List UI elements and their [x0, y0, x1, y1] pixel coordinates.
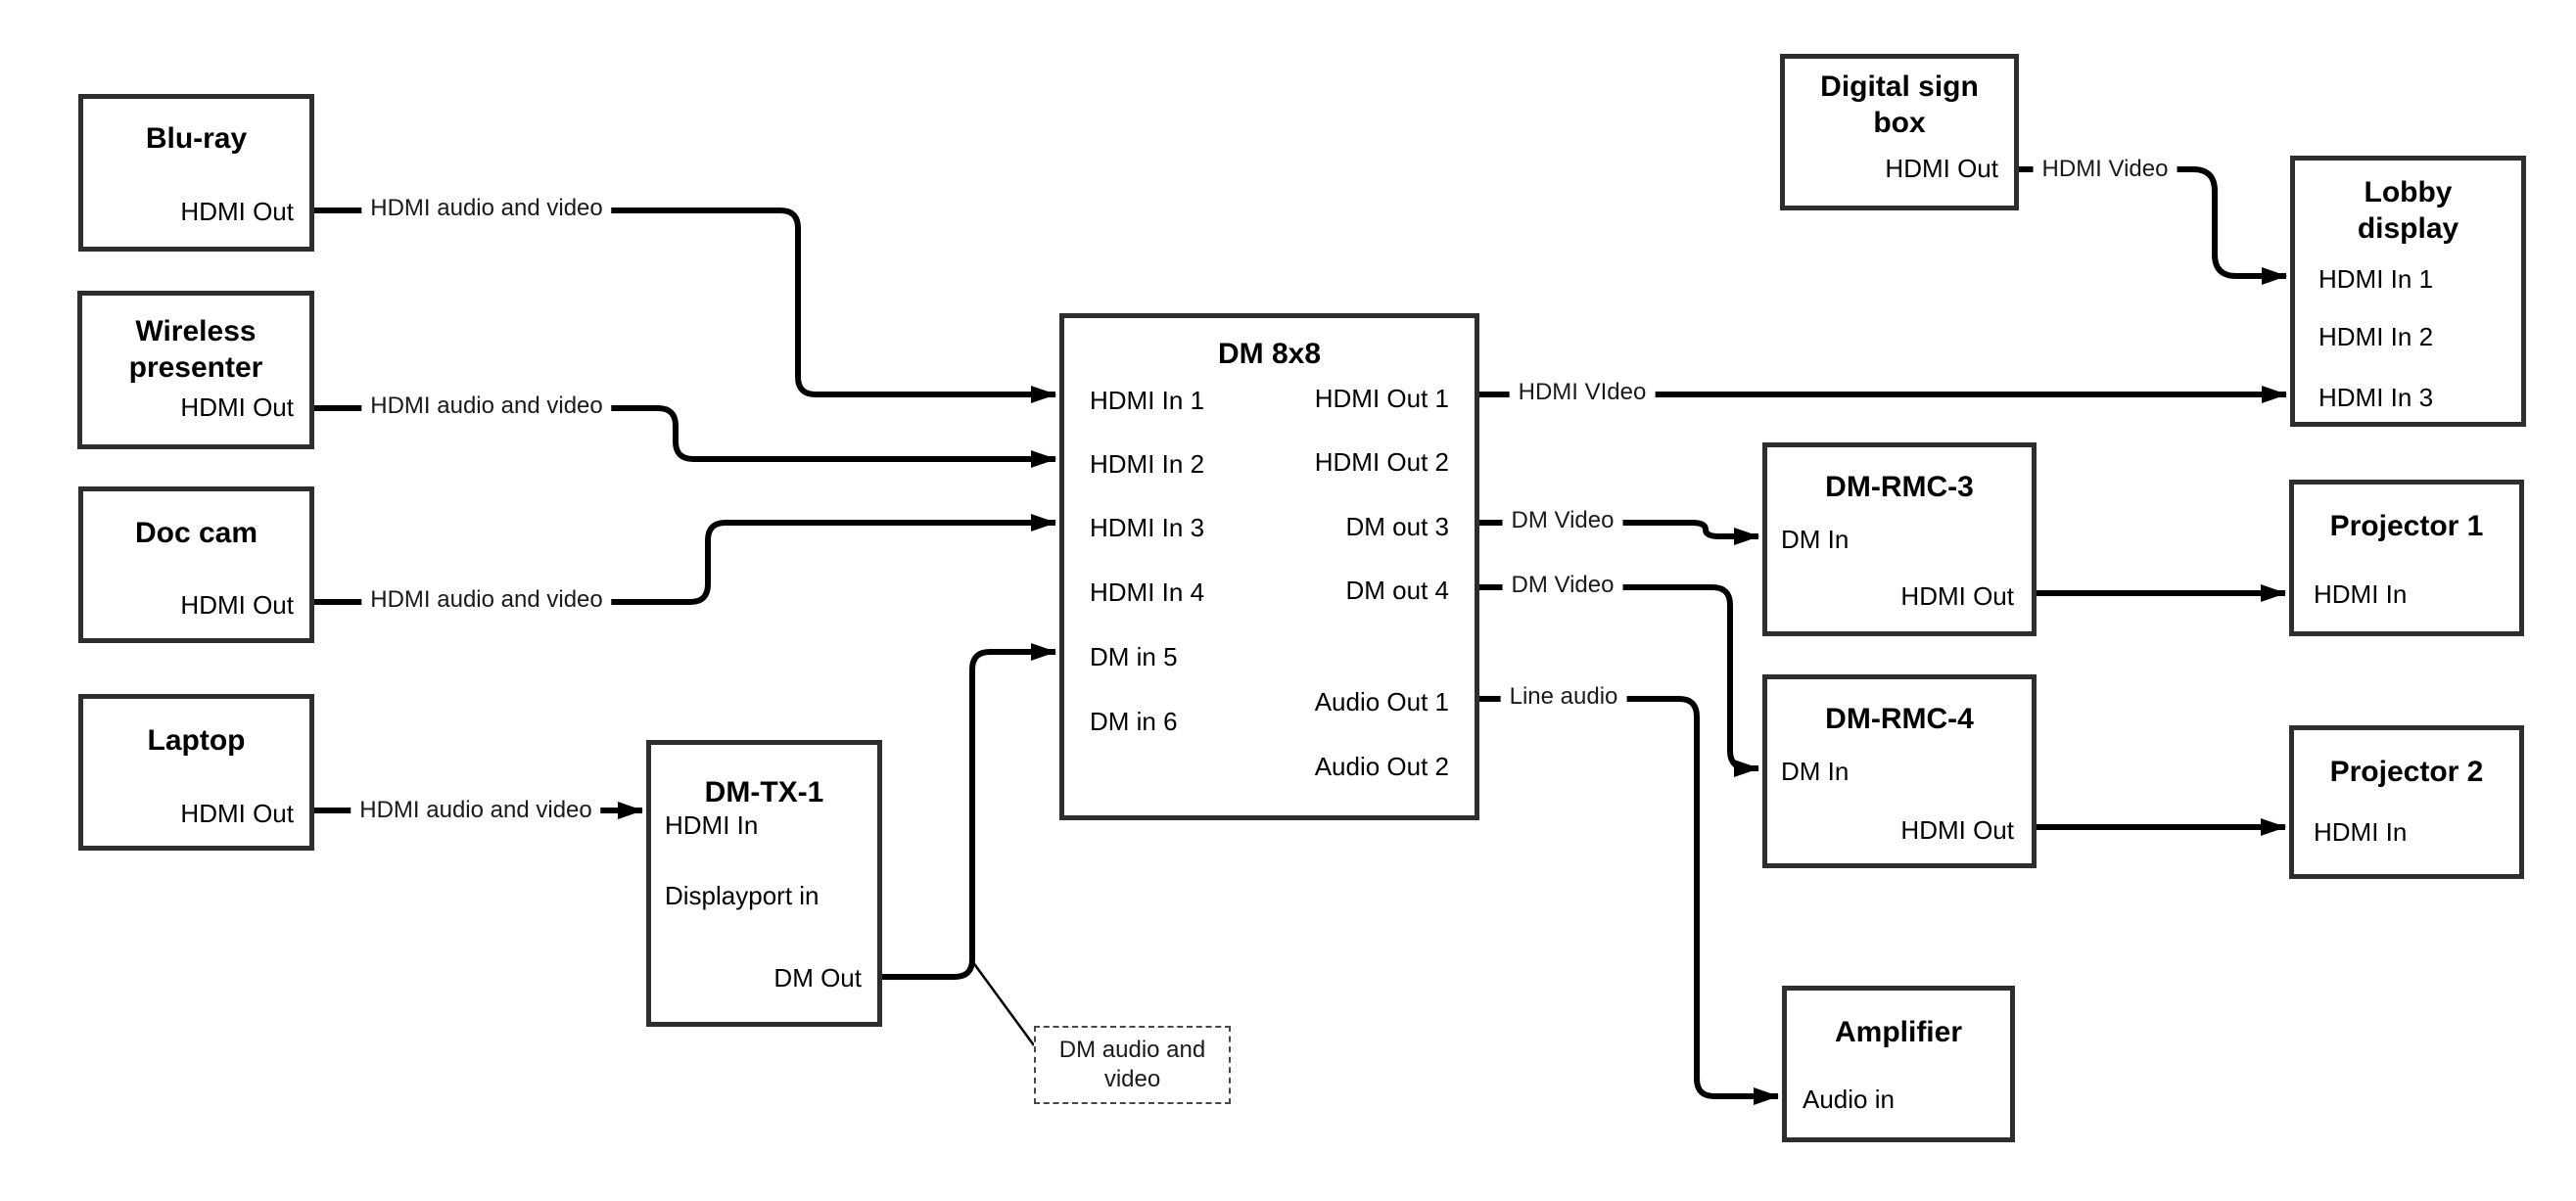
- note-callout-line: [970, 960, 1036, 1046]
- wire-dm8x8-dm-out-4-to-dmrmc4-dm-in: [1479, 584, 1759, 777]
- projector2-port-hdmi-in: HDMI In: [2314, 817, 2408, 847]
- dmrmc4-port-dm-in: DM In: [1781, 757, 1850, 786]
- node-dmrmc3: DM-RMC-3 DM In HDMI Out: [1762, 442, 2037, 636]
- dm8x8-port-audio-out-1: Audio Out 1: [1314, 687, 1449, 716]
- wire-doccam-to-dm8x8-hdmi-in-3: [314, 514, 1056, 605]
- wire-label-bluray: HDMI audio and video: [361, 195, 612, 222]
- node-amplifier-title: Amplifier: [1834, 1016, 1963, 1048]
- amplifier-port-audio-in: Audio in: [1803, 1085, 1895, 1114]
- node-wireless-presenter: Wireless presenter HDMI Out: [77, 291, 314, 449]
- wire-label-dm-video-2: DM Video: [1502, 572, 1623, 599]
- node-laptop-title: Laptop: [147, 724, 246, 757]
- node-lobby-display: Lobby display HDMI In 1 HDMI In 2 HDMI I…: [2290, 156, 2526, 427]
- digitalsign-port-hdmi-out: HDMI Out: [1885, 154, 1998, 183]
- dm8x8-port-hdmi-in-1: HDMI In 1: [1090, 386, 1205, 415]
- node-projector2: Projector 2 HDMI In: [2289, 725, 2524, 879]
- node-dm8x8-title: DM 8x8: [1217, 338, 1322, 370]
- node-laptop: Laptop HDMI Out: [78, 694, 314, 851]
- node-amplifier: Amplifier Audio in: [1782, 986, 2015, 1142]
- dm8x8-port-dm-in-6: DM in 6: [1090, 707, 1178, 736]
- dm8x8-port-hdmi-out-1: HDMI Out 1: [1314, 384, 1449, 413]
- wire-label-doccam: HDMI audio and video: [361, 586, 612, 614]
- node-dmrmc4: DM-RMC-4 DM In HDMI Out: [1762, 674, 2037, 868]
- lobby-port-hdmi-in-2: HDMI In 2: [2318, 322, 2434, 351]
- dmrmc3-port-hdmi-out: HDMI Out: [1900, 581, 2014, 611]
- projector1-port-hdmi-in: HDMI In: [2314, 579, 2408, 609]
- bluray-port-hdmi-out: HDMI Out: [180, 197, 294, 226]
- wire-dm8x8-audio-out-1-to-amplifier: [1479, 696, 1779, 1105]
- node-projector1: Projector 1 HDMI In: [2289, 480, 2524, 636]
- dm8x8-port-dm-in-5: DM in 5: [1090, 642, 1178, 671]
- doccam-port-hdmi-out: HDMI Out: [180, 590, 294, 620]
- node-dmtx1-title: DM-TX-1: [704, 776, 824, 808]
- note-dm-audio-and-video: DM audio and video: [1034, 1026, 1231, 1104]
- dm8x8-port-hdmi-in-3: HDMI In 3: [1090, 513, 1205, 542]
- wire-label-laptop: HDMI audio and video: [351, 797, 601, 824]
- node-projector1-title: Projector 1: [2329, 510, 2484, 542]
- dmtx1-port-dm-out: DM Out: [773, 963, 862, 993]
- dmtx1-port-hdmi-in: HDMI In: [665, 810, 759, 840]
- dm8x8-port-dm-out-4: DM out 4: [1345, 576, 1450, 605]
- node-dm8x8: DM 8x8 HDMI In 1 HDMI In 2 HDMI In 3 HDM…: [1059, 313, 1479, 820]
- wire-label-dm-video-1: DM Video: [1502, 507, 1623, 534]
- node-doccam: Doc cam HDMI Out: [78, 486, 314, 643]
- node-digitalsign-title: Digital sign box: [1820, 70, 1979, 139]
- dm8x8-port-audio-out-2: Audio Out 2: [1314, 752, 1449, 781]
- wire-label-line-audio: Line audio: [1500, 683, 1627, 711]
- wire-label-wireless: HDMI audio and video: [361, 393, 612, 420]
- dm8x8-port-hdmi-in-2: HDMI In 2: [1090, 449, 1205, 479]
- wireless-port-hdmi-out: HDMI Out: [180, 393, 294, 422]
- wire-bluray-to-dm8x8-hdmi-in-1: [314, 208, 1056, 403]
- node-dmtx1: DM-TX-1 HDMI In Displayport in DM Out: [646, 740, 882, 1027]
- dm8x8-port-hdmi-out-2: HDMI Out 2: [1314, 447, 1449, 477]
- lobby-port-hdmi-in-1: HDMI In 1: [2318, 264, 2434, 294]
- node-projector2-title: Projector 2: [2329, 756, 2484, 788]
- wire-label-hdmi-video-1: HDMI VIdeo: [1509, 379, 1656, 406]
- dmrmc4-port-hdmi-out: HDMI Out: [1900, 815, 2014, 845]
- dm8x8-port-hdmi-in-4: HDMI In 4: [1090, 577, 1205, 607]
- wire-dmtx1-dm-out-to-dm8x8-dm-in-5: [882, 643, 1056, 980]
- node-dmrmc4-title: DM-RMC-4: [1825, 703, 1974, 735]
- lobby-port-hdmi-in-3: HDMI In 3: [2318, 383, 2434, 412]
- node-bluray: Blu-ray HDMI Out: [78, 94, 314, 252]
- dmtx1-port-displayport-in: Displayport in: [665, 881, 820, 910]
- dmrmc3-port-dm-in: DM In: [1781, 525, 1850, 554]
- dm8x8-port-dm-out-3: DM out 3: [1345, 512, 1450, 541]
- wire-dm8x8-dm-out-3-to-dmrmc3-dm-in: [1479, 520, 1759, 545]
- node-digitalsign: Digital sign box HDMI Out: [1780, 54, 2019, 210]
- node-bluray-title: Blu-ray: [145, 122, 248, 155]
- node-dmrmc3-title: DM-RMC-3: [1825, 471, 1974, 503]
- wire-wireless-to-dm8x8-hdmi-in-2: [314, 405, 1056, 468]
- wire-digitalsign-to-lobby-hdmi-in-1: [2019, 166, 2287, 285]
- node-wireless-title: Wireless presenter: [128, 315, 263, 384]
- node-lobby-title: Lobby display: [2357, 176, 2459, 245]
- laptop-port-hdmi-out: HDMI Out: [180, 799, 294, 828]
- node-doccam-title: Doc cam: [134, 517, 258, 549]
- wire-label-hdmi-video-2: HDMI Video: [2033, 156, 2178, 183]
